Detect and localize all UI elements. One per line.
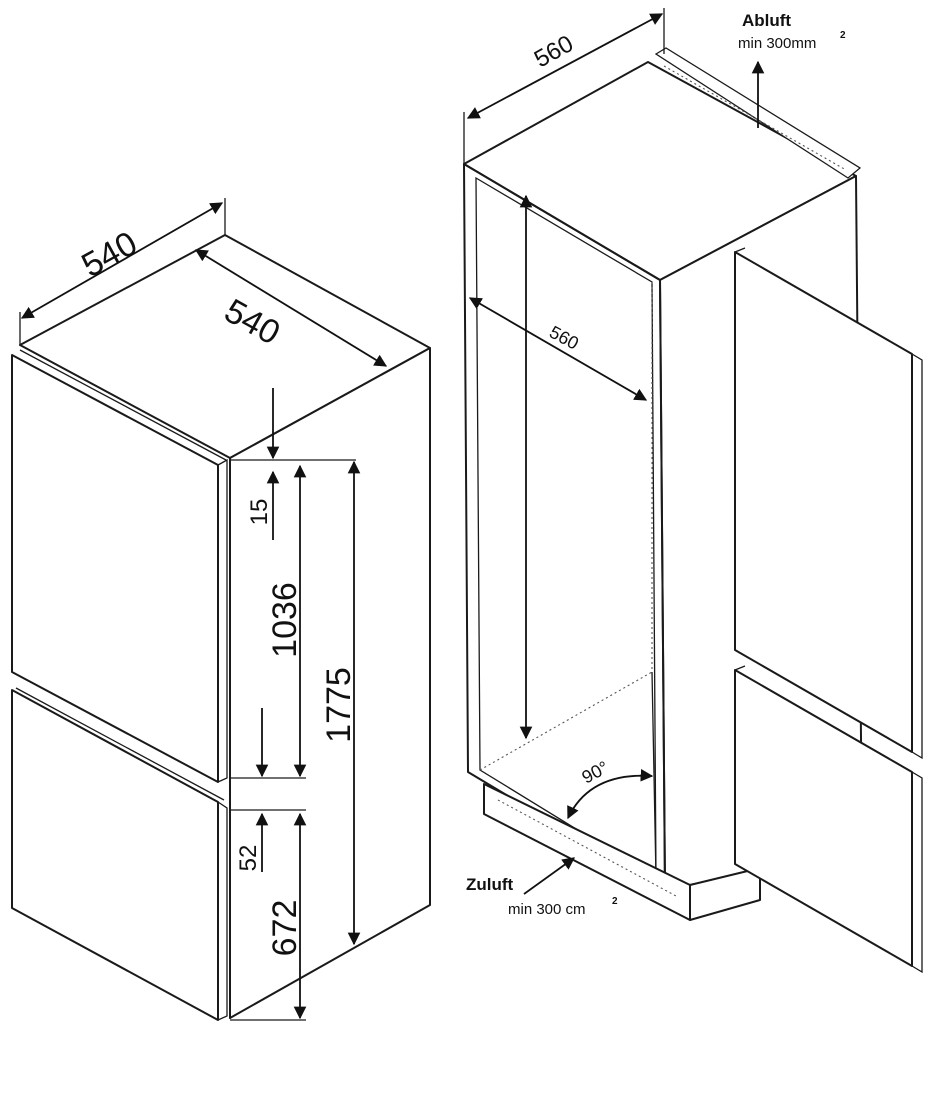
dim-label-niche-depth: 560 [546,322,582,354]
intake-label: Zuluft [466,875,514,894]
dim-line-depth [194,249,388,367]
niche-front-frame-inner [475,176,657,880]
dim-label-15: 15 [246,499,273,526]
dim-line-width [20,202,224,319]
open-door-upper-thickness [911,353,923,760]
open-door-upper-top-edge [734,247,746,253]
angle-arc-90 [567,768,654,820]
angle-label-90: 90° [578,757,611,787]
dim-label-width: 540 [75,224,143,285]
dim-label-niche-width: 560 [530,30,578,73]
exhaust-spec-sup: 2 [840,30,846,41]
dim-label-52: 52 [235,845,262,872]
right-niche: 560 560 90° Abluft min 300mm 2 Zuluft mi… [463,8,923,974]
niche-plinth-front [483,783,691,921]
lower-door-edge [217,801,228,1021]
open-door-lower-top-edge [734,665,746,671]
dim-label-672: 672 [266,900,304,957]
intake-arrow [523,857,576,895]
exhaust-label: Abluft [742,11,791,30]
open-door-lower-thickness [911,771,923,974]
intake-spec: min 300 cm [508,901,586,918]
niche-inner-back-bottom [651,671,657,879]
niche-front-frame-outer [463,163,666,891]
upper-door-top-lip [19,349,227,461]
left-appliance: 540 540 15 1036 1775 52 672 [11,198,431,1021]
dim-line-niche-width [466,13,664,119]
intake-spec-sup: 2 [612,896,618,907]
lower-door-top-lip [15,687,225,801]
niche-inner-floor-line [479,671,653,771]
upper-door-edge [217,458,228,783]
exhaust-spec: min 300mm [738,35,816,52]
niche-plinth-side [689,867,761,921]
dim-label-1036: 1036 [266,582,304,658]
dim-label-1775: 1775 [320,667,358,743]
dim-line-niche-depth [468,297,648,401]
plinth-vent-slot [497,799,677,897]
